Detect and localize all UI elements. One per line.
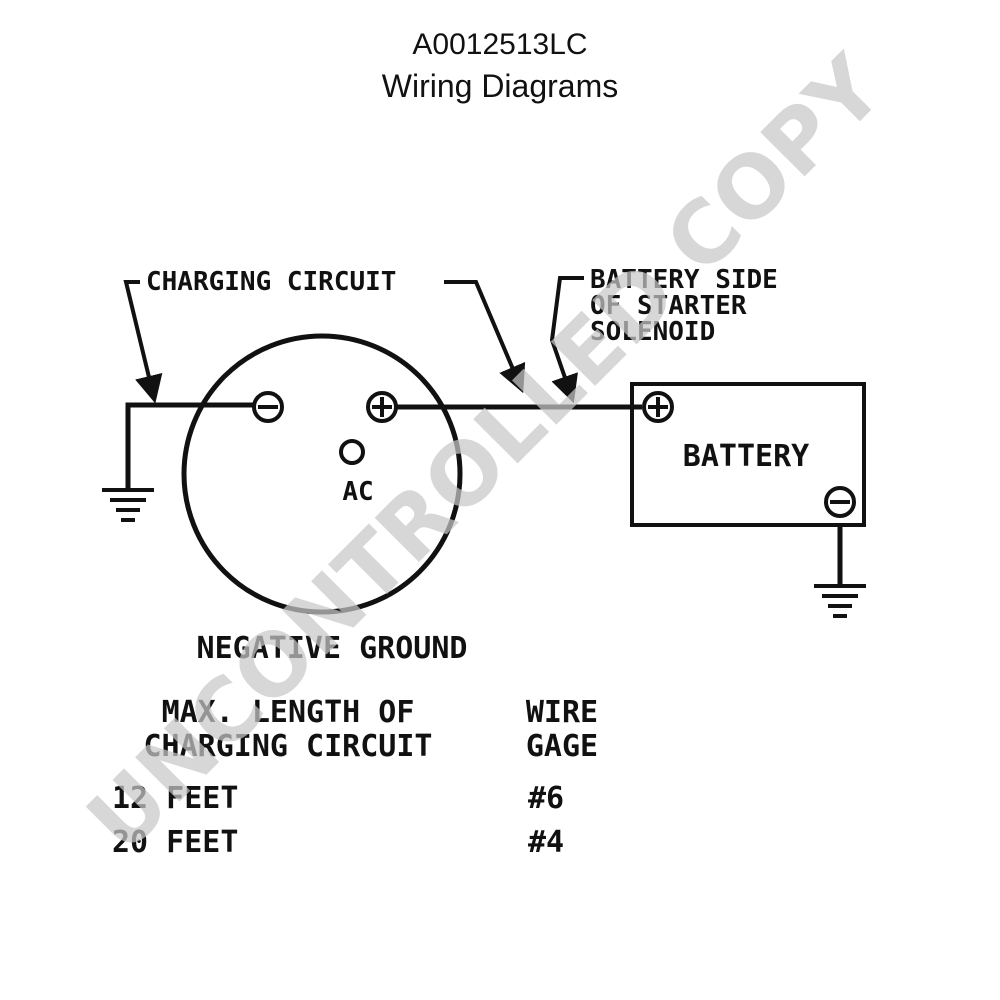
ac-label: AC	[342, 477, 373, 507]
charging-circuit-label: CHARGING CIRCUIT	[146, 267, 396, 297]
table-header-gage-line2: GAGE	[526, 729, 598, 764]
alternator-negative-terminal	[252, 391, 284, 423]
document-id: A0012513LC	[412, 28, 588, 61]
table-row-gage: #4	[528, 825, 564, 860]
table-header-length-line1: MAX. LENGTH OF	[162, 695, 415, 730]
charging-circuit-leader-right	[444, 280, 526, 394]
table-row-length: 12 FEET	[112, 781, 238, 816]
solenoid-label-line2: OF STARTER	[590, 291, 747, 321]
solenoid-label-line3: SOLENOID	[590, 317, 715, 347]
alternator	[181, 333, 463, 615]
negative-ground-label: NEGATIVE GROUND	[197, 631, 468, 666]
charging-circuit-leader-left	[123, 280, 163, 404]
solenoid-label-line1: BATTERY SIDE	[590, 265, 778, 295]
battery-label: BATTERY	[683, 439, 809, 474]
battery-box	[630, 382, 866, 527]
wire-gage-table: MAX. LENGTH OF CHARGING CIRCUIT WIRE GAG…	[112, 695, 598, 860]
table-header-gage-line1: WIRE	[526, 695, 598, 730]
ground-wire-alternator	[125, 402, 254, 488]
table-header-length-line2: CHARGING CIRCUIT	[144, 729, 433, 764]
table-row-gage: #6	[528, 781, 564, 816]
battery-positive-terminal	[642, 391, 674, 423]
solenoid-leader	[549, 276, 584, 404]
battery-negative-terminal	[824, 486, 856, 518]
alternator-positive-terminal	[366, 391, 398, 423]
ground-symbol-battery	[814, 584, 866, 618]
ground-symbol-alternator	[102, 488, 154, 522]
table-row-length: 20 FEET	[112, 825, 238, 860]
page-title: Wiring Diagrams	[381, 68, 619, 104]
ac-terminal	[339, 439, 365, 465]
